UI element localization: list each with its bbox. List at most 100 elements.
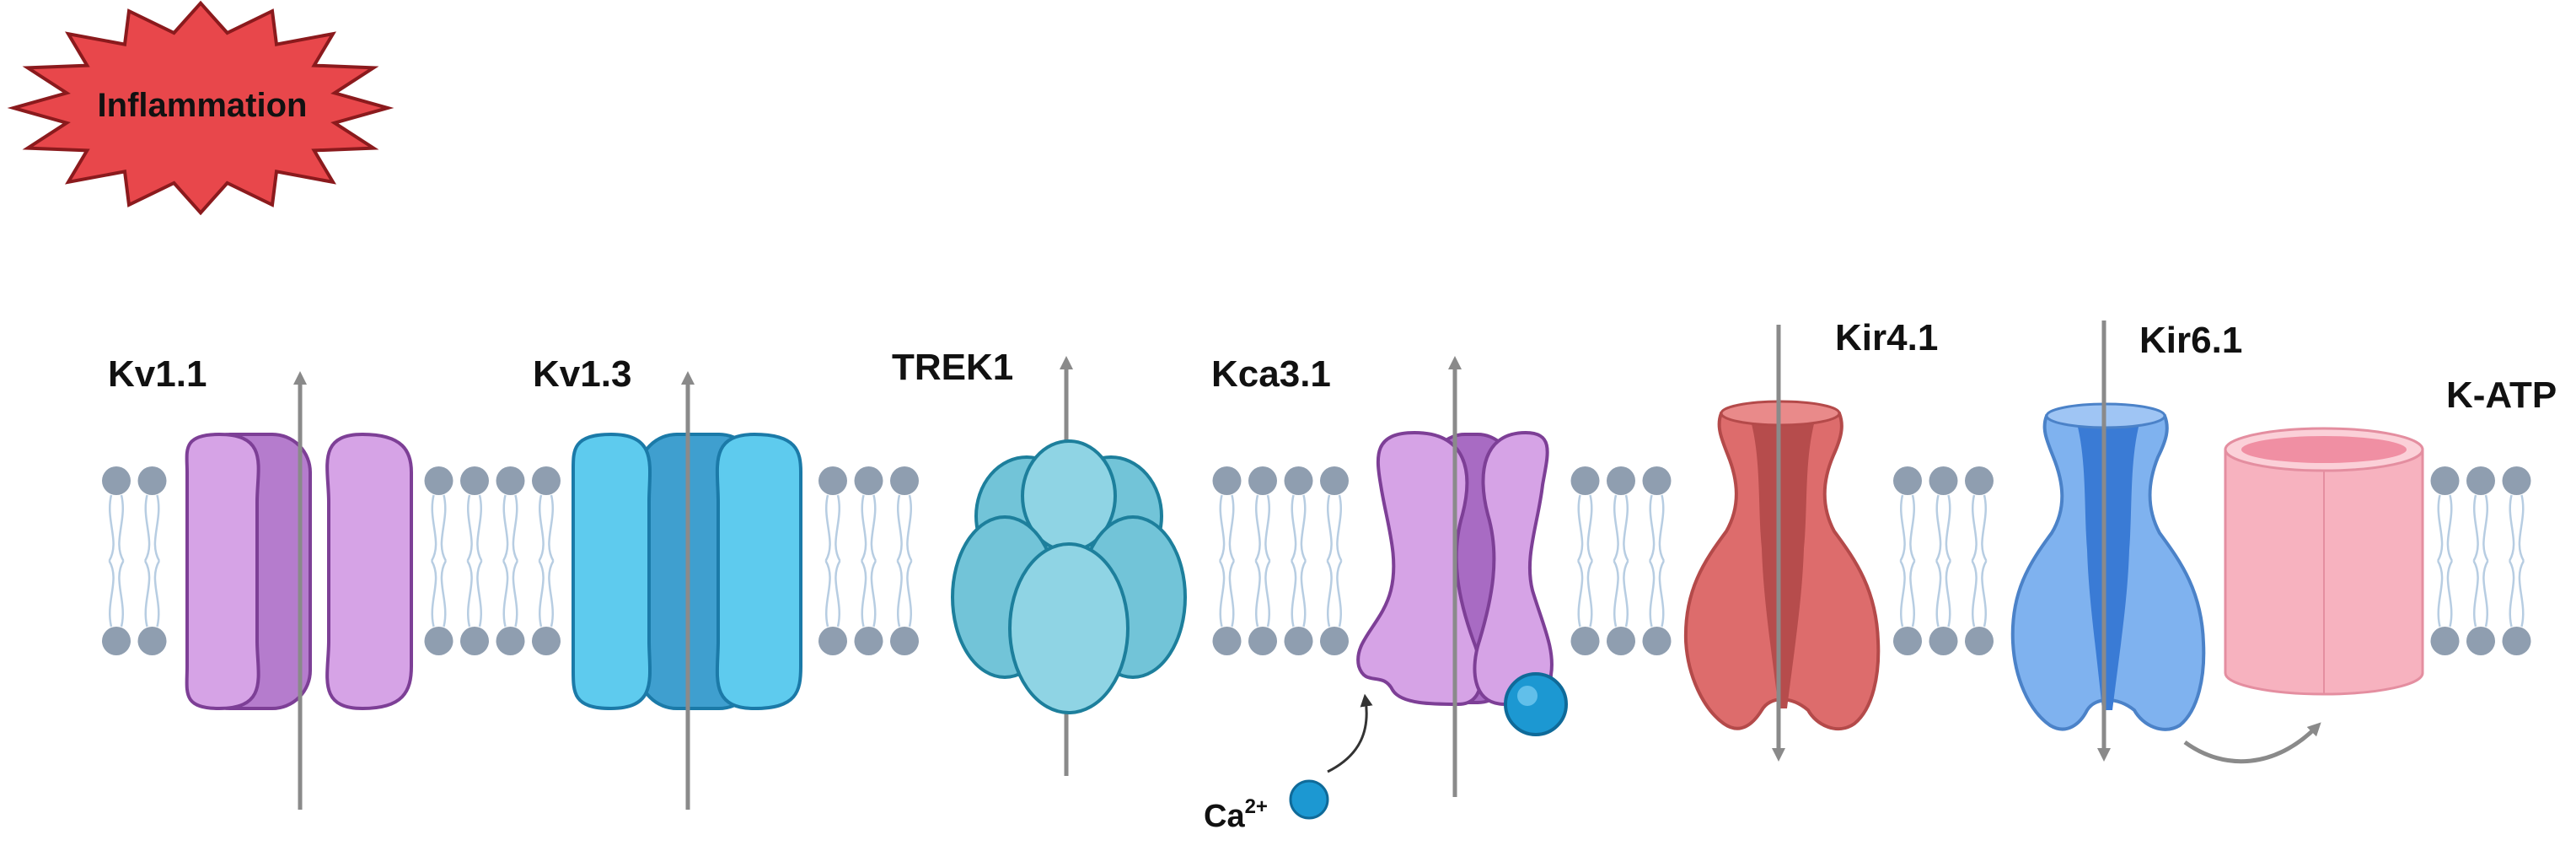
lipid-tail [1613,560,1619,627]
lipid-tail [1576,560,1584,627]
lipid-head [1642,627,1672,655]
lipid-tail [2446,494,2454,562]
ca-binding-arrow [1327,693,1373,773]
lipid-tail [440,494,448,562]
lipid-tail [1971,560,1978,627]
lipid-tail [1218,494,1226,562]
lipid-tail [2436,494,2444,562]
lipid-tail [1228,494,1236,562]
lipid-head [496,466,525,495]
lipid-tail [1586,494,1594,562]
kca3-1-label: Kca3.1 [1211,353,1331,395]
lipid-head [1607,627,1635,655]
lipid-tail [860,560,867,627]
kca3-1-left-subunit [1356,430,1483,707]
kv1-3-right-subunit [715,432,802,711]
lipid-head [1320,627,1349,655]
channel-k-atp: K-ATP [2183,374,2557,764]
kir4-1-pore [1749,415,1817,708]
lipid-tail [440,560,448,627]
lipid-tail [2518,560,2525,627]
lipid-tail [2436,560,2444,627]
lipid-tail [143,560,151,627]
lipid-tail [502,494,509,562]
lipid-head [1642,466,1672,495]
lipid-head [1570,627,1600,655]
channel-kv1-3: Kv1.3 [533,353,802,810]
kir6-1-pore [2075,417,2141,710]
lipid-head [854,466,883,495]
lipid-head [1248,466,1277,495]
lipid-tail [2472,560,2479,627]
lipid-tail [1971,494,1978,562]
lipid-tail [512,560,519,627]
lipid-tail [153,560,161,627]
lipid-tail [1899,560,1906,627]
lipid-head [460,627,489,655]
lipid-tail [548,494,555,562]
lipid-head [1893,466,1922,495]
lipid-head [2466,627,2495,655]
channel-kir6-1: Kir6.1 [2010,320,2242,762]
lipid-tail [1576,494,1584,562]
calmodulin-bound-ion [1504,672,1568,736]
lipid-tail [896,560,903,627]
kv1-1-left-subunit [185,432,260,711]
lipid-tail [1648,560,1656,627]
kv1-3-label: Kv1.3 [533,353,631,395]
lipid-tail [430,494,437,562]
lipid-tail [1623,560,1629,627]
lipid-bilayer [102,466,2531,655]
lipid-tail [538,494,545,562]
lipid-head [1212,627,1242,655]
lipid-tail [1935,560,1942,627]
lipid-tail [870,560,877,627]
lipid-tail [1228,560,1236,627]
lipid-tail [1254,560,1261,627]
lipid-tail [2508,494,2515,562]
kir4-1-label: Kir4.1 [1835,317,1938,358]
lipid-head [424,627,453,655]
lipid-tail [1586,560,1594,627]
lipid-tail [1264,560,1271,627]
channel-kca3-1: Kca3.1 Ca2+ [1204,353,1568,834]
lipid-tail [1326,560,1333,627]
lipid-tail [1218,560,1226,627]
lipid-tail [1945,560,1952,627]
lipid-tail [1909,494,1916,562]
lipid-head [818,466,847,495]
lipid-head [1248,627,1277,655]
lipid-tail [1300,560,1307,627]
trek1-label: TREK1 [892,347,1013,388]
inflammation-label: Inflammation [98,87,308,124]
lipid-tail [538,560,545,627]
lipid-tail [1336,494,1343,562]
lipid-tail [870,494,877,562]
lipid-head [102,466,131,495]
lipid-tail [1899,494,1906,562]
lipid-head [2430,627,2460,655]
lipid-tail [430,560,437,627]
lipid-head [1284,627,1313,655]
lipid-head [1212,466,1242,495]
lipid-head [1284,466,1313,495]
lipid-tail [1658,560,1666,627]
lipid-tail [835,560,841,627]
lipid-tail [824,560,831,627]
lipid-head [1965,627,1994,655]
lipid-head [1965,466,1994,495]
lipid-head [2502,466,2531,495]
lipid-tail [548,560,555,627]
calcium-ion-icon [1289,779,1329,820]
lipid-tail [118,494,125,562]
lipid-tail [1623,494,1629,562]
lipid-tail [896,494,903,562]
k-atp-coupling-arrow [2183,722,2321,764]
lipid-head [1929,627,1958,655]
lipid-tail [2482,560,2489,627]
lipid-heads [102,466,2531,655]
lipid-tail [1981,560,1988,627]
lipid-head [854,627,883,655]
lipid-tail [1336,560,1343,627]
lipid-tails [108,494,2525,627]
